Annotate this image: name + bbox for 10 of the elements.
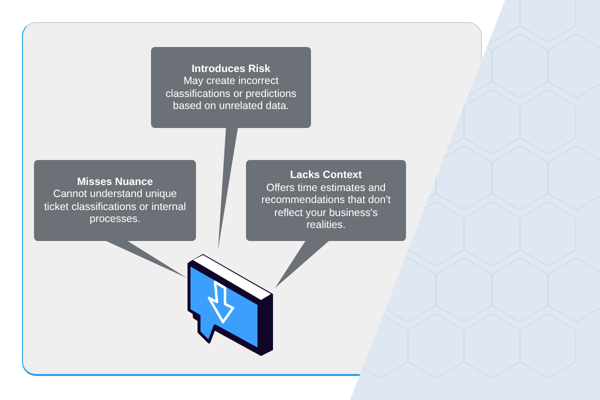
callout-heading: Misses Nuance (77, 176, 153, 188)
callout-heading: Lacks Context (290, 169, 362, 182)
speech-bubble-tail (104, 240, 187, 278)
callout-heading: Introduces Risk (192, 62, 270, 75)
callout-box (151, 47, 311, 128)
callout-text: Offers time estimates and recommendations that don't reflect your business's realities. (260, 182, 392, 232)
callout-text: Cannot understand unique ticket classifications or internal processes. (43, 188, 187, 226)
speech-bubble-tail (218, 127, 238, 250)
callout-text: May create incorrect classifications or predictions based on unrelated data. (164, 75, 298, 112)
speech-bubble-tail (275, 240, 330, 288)
